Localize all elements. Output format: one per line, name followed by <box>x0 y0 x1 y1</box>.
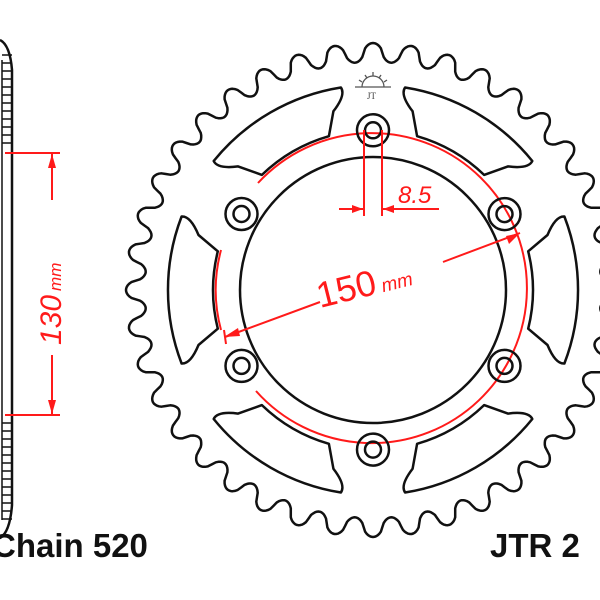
lightening-slot <box>526 215 580 365</box>
lightening-slots <box>166 86 580 494</box>
bolt-hole-boss <box>355 113 391 148</box>
lightening-slot <box>166 215 220 365</box>
bolt-hole <box>495 204 514 224</box>
bolt-hole-boss <box>224 196 259 232</box>
side-view-hatching <box>2 54 12 520</box>
side-view <box>0 38 14 540</box>
hole-dimension-8-5 <box>339 130 439 216</box>
sprocket-teeth-outline <box>124 41 600 539</box>
bolt-hole-boss <box>355 432 391 467</box>
bolt-hole-boss <box>487 348 522 384</box>
bolt-hole <box>495 356 514 376</box>
bolt-hole-boss <box>224 348 259 384</box>
dimension-150-text: 150mm <box>312 253 416 316</box>
dimension-130-text: 130mm <box>35 263 68 345</box>
lightening-slot <box>212 403 344 494</box>
bolt-hole-boss <box>487 196 522 232</box>
dimension-150-line <box>223 232 521 345</box>
lightening-slot <box>402 86 534 177</box>
chain-size-label: Chain 520 <box>0 527 148 564</box>
svg-text:JT: JT <box>367 91 377 101</box>
lightening-slot <box>212 86 344 177</box>
part-number-label: JTR 2 <box>490 527 580 564</box>
center-bore <box>238 155 508 425</box>
bolt-hole <box>363 440 383 459</box>
bolt-hole <box>363 121 383 140</box>
bolt-hole <box>232 356 251 376</box>
bolt-hole <box>232 204 251 224</box>
dimension-8-5-text: 8.5 <box>398 182 432 209</box>
sun-logo-icon: JT <box>355 72 391 101</box>
side-dimension-130 <box>5 152 60 416</box>
lightening-slot <box>402 403 534 494</box>
